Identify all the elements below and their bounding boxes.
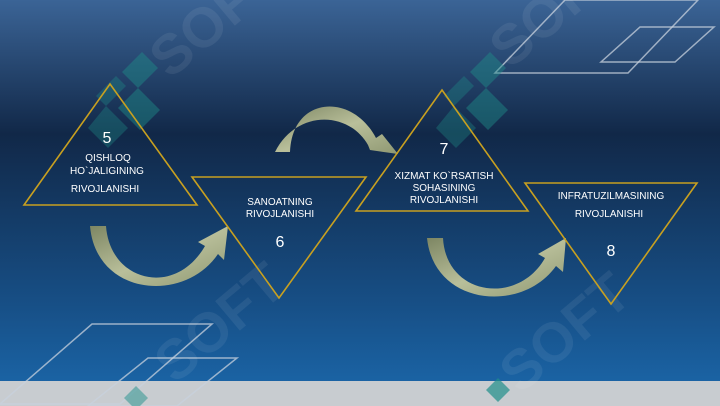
arrow-6-to-7 xyxy=(275,106,398,154)
triangle-step-8 xyxy=(523,182,699,306)
step-label-line: INFRATUZILMASINING xyxy=(558,191,665,202)
step-label-line: RIVOJLANISHI xyxy=(575,209,643,220)
parallelogram-bottom-left-1 xyxy=(0,323,215,405)
step-label-line: RIVOJLANISHI xyxy=(246,209,314,220)
step-label-line: SOHASINING xyxy=(413,183,476,194)
step-number: 8 xyxy=(607,243,616,260)
step-label-line: QISHLOQ xyxy=(85,153,131,164)
step-number: 5 xyxy=(103,130,112,147)
step-label-line: RIVOJLANISHI xyxy=(410,195,478,206)
step-number: 6 xyxy=(276,234,285,251)
step-8: INFRATUZILMASINING RIVOJLANISHI 8 xyxy=(558,191,665,260)
step-label-line: SANOATNING xyxy=(247,197,313,208)
parallelogram-bottom-left-2 xyxy=(86,357,240,406)
step-label-line: RIVOJLANISHI xyxy=(71,184,139,195)
triangle-step-5 xyxy=(22,82,199,206)
triangle-step-6 xyxy=(190,176,368,300)
watermark-logo-mark xyxy=(124,386,148,406)
step-7: 7 XIZMAT KO`RSATISH SOHASINING RIVOJLANI… xyxy=(395,141,494,206)
watermark-logo-mark xyxy=(486,378,510,402)
arrow-5-to-6 xyxy=(90,226,228,287)
parallelogram-top-right-2 xyxy=(599,26,716,63)
step-5: 5 QISHLOQ HO`JALIGINING RIVOJLANISHI xyxy=(70,130,144,195)
triangle-step-7 xyxy=(354,88,530,212)
watermark-logo-mark xyxy=(436,76,476,148)
step-label-line: HO`JALIGINING xyxy=(70,165,144,177)
step-number: 7 xyxy=(440,141,449,158)
step-label-line: XIZMAT KO`RSATISH xyxy=(395,170,494,182)
watermark-logo-mark xyxy=(466,52,508,130)
arrow-7-to-8 xyxy=(427,238,566,297)
triangles xyxy=(22,82,699,306)
arrows xyxy=(90,106,566,297)
step-6: SANOATNING RIVOJLANISHI 6 xyxy=(246,197,314,251)
parallelogram-top-right-1 xyxy=(493,0,700,74)
bottom-bar xyxy=(0,381,720,406)
